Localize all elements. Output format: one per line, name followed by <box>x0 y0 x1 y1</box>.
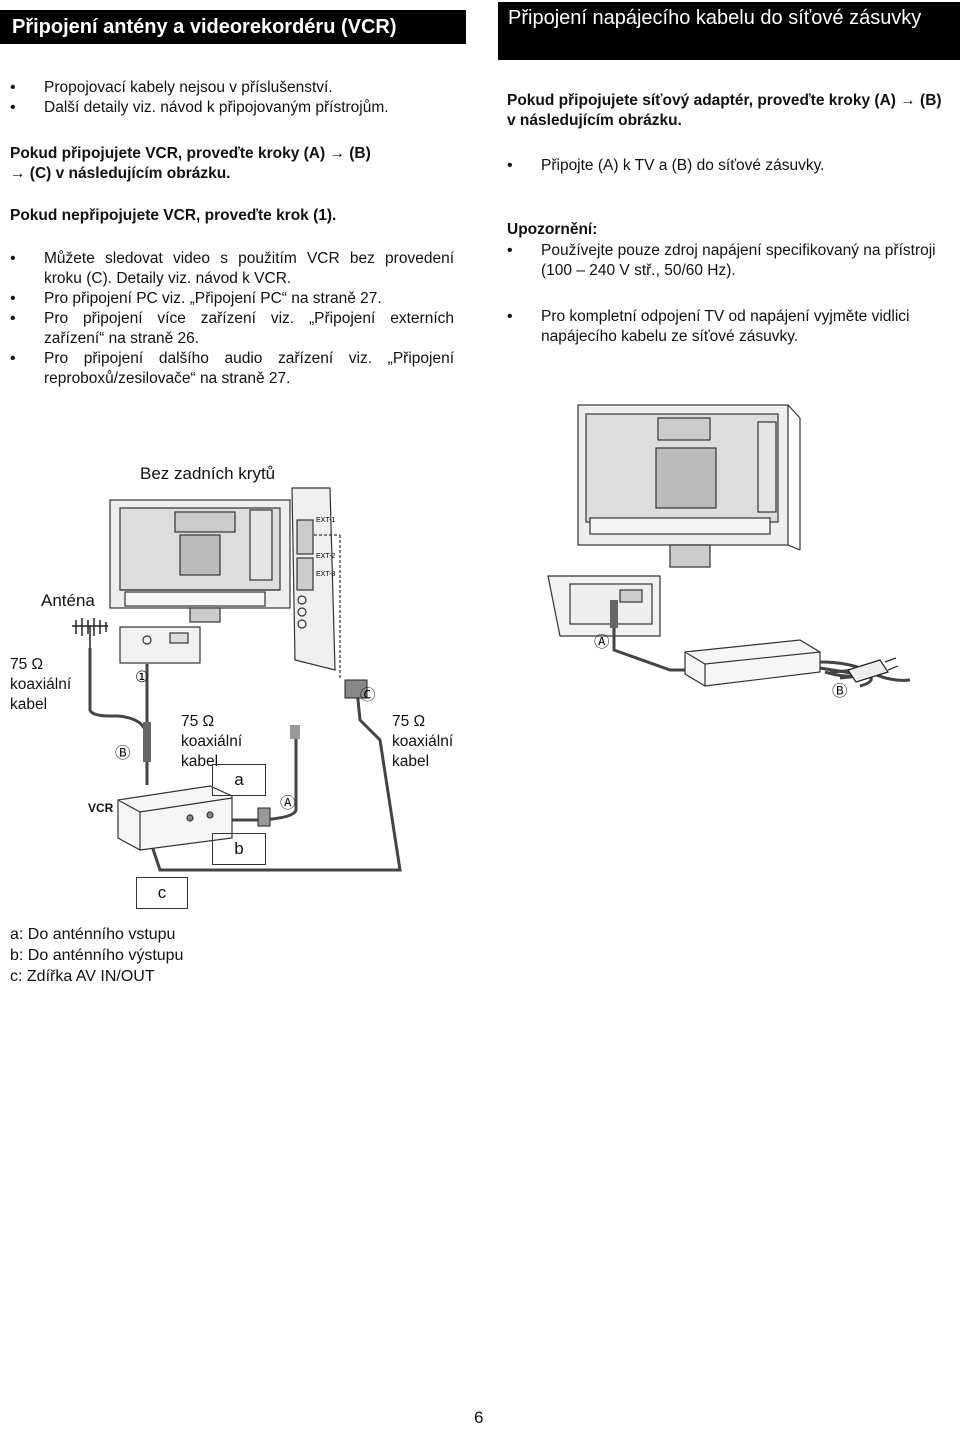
antenna-input-panel <box>119 626 201 664</box>
dc-plug <box>610 600 618 628</box>
side-panel-illustration <box>291 487 341 680</box>
tv-back-illustration <box>109 499 291 623</box>
list-item: Další detaily viz. návod k připojovaným … <box>10 98 466 118</box>
cable-plug <box>143 722 151 762</box>
left-para-1: Pokud připojujete VCR, proveďte kroky (A… <box>10 144 466 184</box>
step-a-label: Ⓐ <box>280 795 296 812</box>
list-item: Připojte (A) k TV a (B) do síťové zásuvk… <box>507 156 952 176</box>
power-connection-diagram <box>547 404 911 688</box>
scart-plug <box>344 679 368 699</box>
ext-label: EXT-1 <box>316 517 336 524</box>
page-number: 6 <box>474 1408 484 1427</box>
list-item: Používejte pouze zdroj napájení specifik… <box>507 241 952 281</box>
step-b-label: Ⓑ <box>115 745 131 762</box>
power-step-b-label: Ⓑ <box>832 683 848 700</box>
antenna-label: Anténa <box>41 591 95 610</box>
left-bullets-1: Propojovací kabely nejsou v příslušenstv… <box>10 78 466 118</box>
label-a-box: a <box>212 764 266 796</box>
legend-item: b: Do anténního výstupu <box>10 947 184 964</box>
power-input-panel <box>547 575 661 637</box>
no-cover-label: Bez zadních krytů <box>140 464 276 483</box>
vcr-label: VCR <box>88 801 114 815</box>
para-line: Pokud připojujete VCR, proveďte kroky (A… <box>10 145 371 162</box>
para-line: → (C) v následujícím obrázku. <box>10 165 231 182</box>
vcr-illustration <box>117 785 233 851</box>
list-item: Pro připojení dalšího audio zařízení viz… <box>10 349 454 389</box>
power-adapter-illustration <box>684 639 821 687</box>
label-b-box: b <box>212 833 266 865</box>
antenna-icon <box>72 618 108 648</box>
legend-item: c: Zdířka AV IN/OUT <box>10 968 155 985</box>
list-item: Pro kompletní odpojení TV od napájení vy… <box>507 307 952 347</box>
legend-item: a: Do anténního vstupu <box>10 926 176 943</box>
cable-plug <box>257 807 271 827</box>
right-bullet-1: Připojte (A) k TV a (B) do síťové zásuvk… <box>507 156 952 176</box>
power-step-a-label: Ⓐ <box>594 634 610 651</box>
list-item: Můžete sledovat video s použitím VCR bez… <box>10 249 454 289</box>
ext-label: EXT-2 <box>316 553 336 560</box>
left-bullets-2: Můžete sledovat video s použitím VCR bez… <box>10 249 454 389</box>
ext-label: EXT-3 <box>316 571 336 578</box>
list-item: Pro připojení PC viz. „Připojení PC“ na … <box>10 289 454 309</box>
list-item: Pro připojení více zařízení viz. „Připoj… <box>10 309 454 349</box>
label-c-box: c <box>136 877 188 909</box>
wall-plug-icon <box>847 657 899 683</box>
left-para-2: Pokud nepřipojujete VCR, proveďte krok (… <box>10 207 337 224</box>
warning-title: Upozornění: <box>507 221 598 238</box>
warning-list: Používejte pouze zdroj napájení specifik… <box>507 241 952 347</box>
cable-plug <box>290 725 300 739</box>
tv-back-illustration <box>577 404 801 568</box>
left-heading: Připojení antény a videorekordéru (VCR) <box>0 10 466 44</box>
right-para-1: Pokud připojujete síťový adaptér, proveď… <box>507 92 942 129</box>
step-1-label: ① <box>135 669 149 686</box>
diagram-legend: a: Do anténního vstupu b: Do anténního v… <box>10 924 183 987</box>
step-c-label: Ⓒ <box>360 687 376 704</box>
right-heading: Připojení napájecího kabelu do síťové zá… <box>498 2 960 60</box>
list-item: Propojovací kabely nejsou v příslušenstv… <box>10 78 466 98</box>
antenna-vcr-diagram: EXT-1 EXT-2 EXT-3 <box>72 487 402 872</box>
